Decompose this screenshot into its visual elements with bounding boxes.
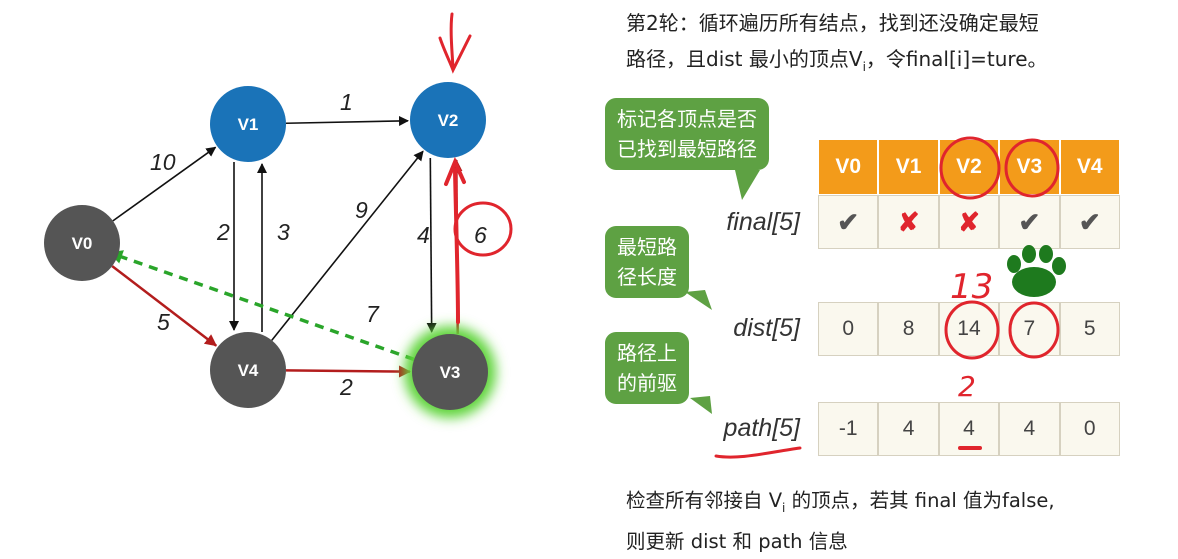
edge-weight-v1-v4: 2 <box>216 219 230 245</box>
title-line-2: 路径，且dist 最小的顶点Vi，令final[i]=ture。 <box>626 41 1166 85</box>
footer-note: 检查所有邻接自 Vi 的顶点，若其 final 值为false, 则更新 dis… <box>626 484 1171 559</box>
node-v2 <box>410 82 486 158</box>
title-line-2-suffix: ，令final[i]=ture。 <box>865 47 1048 71</box>
node-label-v4: V4 <box>238 361 259 380</box>
final-cell-v0: ✔ <box>818 195 879 249</box>
node-v3 <box>412 334 488 410</box>
node-label-v3: V3 <box>440 363 461 382</box>
header-cell: V2 <box>938 140 1000 194</box>
label-dist: dist[5] <box>733 314 800 342</box>
edge-v2-v3 <box>426 157 437 334</box>
path-row: -1 4 4 4 0 <box>818 402 1120 456</box>
node-label-v2: V2 <box>438 111 459 130</box>
label-path: path[5] <box>723 414 800 442</box>
node-v1 <box>210 86 286 162</box>
footer-subscript: i <box>782 500 786 515</box>
edge-weight-v3-v0: 7 <box>366 301 380 327</box>
bubble-path: 路径上 的前驱 <box>605 332 689 404</box>
edge-v3-v0 <box>108 250 415 362</box>
final-cell-v4: ✔ <box>1059 195 1120 249</box>
edge-weight-v1-v2: 1 <box>340 89 353 115</box>
header-cell: V0 <box>818 140 879 194</box>
final-row: ✔ ✘ ✘ ✔ ✔ <box>818 195 1120 249</box>
bubble-path-line-2: 的前驱 <box>617 371 677 395</box>
edge-weight-v4-v1: 3 <box>277 219 290 245</box>
bubble-final-line-2: 已找到最短路径 <box>617 137 757 161</box>
dist-cell-v4: 5 <box>1059 302 1120 356</box>
dist-cell-v1: 8 <box>878 302 939 356</box>
dist-cell-v3: 7 <box>999 302 1060 356</box>
edge-v0-v4 <box>111 265 218 347</box>
bubble-final-line-1: 标记各顶点是否 <box>617 107 757 131</box>
final-cell-v2: ✘ <box>938 195 1000 249</box>
edge-weight-v4-v2: 9 <box>355 197 368 223</box>
bubble-dist: 最短路 径长度 <box>605 226 689 298</box>
edge-weight-v4-v3: 2 <box>339 374 353 400</box>
footer-line-1: 检查所有邻接自 Vi 的顶点，若其 final 值为false, <box>626 484 1171 525</box>
footer-line-1-suffix: 的顶点，若其 final 值为false, <box>785 489 1055 512</box>
bubble-final: 标记各顶点是否 已找到最短路径 <box>605 98 769 170</box>
dist-cell-v2: 14 <box>938 302 1000 356</box>
header-cell: V3 <box>999 140 1060 194</box>
title-line-2-prefix: 路径，且dist 最小的顶点V <box>626 47 863 71</box>
dist-row: 0 8 14 7 5 <box>818 302 1120 356</box>
bubble-path-line-1: 路径上 <box>617 341 677 365</box>
round-description: 第2轮：循环遍历所有结点，找到还没确定最短 路径，且dist 最小的顶点Vi，令… <box>626 5 1166 85</box>
final-cell-v1: ✘ <box>878 195 939 249</box>
header-cell: V1 <box>878 140 939 194</box>
path-cell-v0: -1 <box>818 402 879 456</box>
node-label-v0: V0 <box>72 234 93 253</box>
node-v0 <box>44 205 120 281</box>
edge-weight-v0-v1: 10 <box>150 149 176 175</box>
title-line-1: 第2轮：循环遍历所有结点，找到还没确定最短 <box>626 11 1039 35</box>
edge-weight-v0-v4: 5 <box>157 309 170 335</box>
bubble-dist-line-2: 径长度 <box>617 265 677 289</box>
path-cell-v2: 4 <box>938 402 1000 456</box>
node-label-v1: V1 <box>238 115 259 134</box>
title-subscript: i <box>862 60 866 74</box>
path-cell-v4: 0 <box>1059 402 1120 456</box>
bubble-dist-line-1: 最短路 <box>617 235 677 259</box>
header-cell: V4 <box>1059 140 1120 194</box>
table-header-row: V0 V1 V2 V3 V4 <box>818 140 1120 194</box>
edge-v4-v2 <box>271 150 424 341</box>
footer-line-2: 则更新 dist 和 path 信息 <box>626 529 848 553</box>
path-cell-v3: 4 <box>999 402 1060 456</box>
edge-v0-v1 <box>112 146 217 222</box>
edge-v1-v2 <box>285 115 410 126</box>
footer-line-1-prefix: 检查所有邻接自 V <box>626 489 783 512</box>
path-cell-v1: 4 <box>878 402 939 456</box>
dist-cell-v0: 0 <box>818 302 879 356</box>
final-cell-v3: ✔ <box>999 195 1060 249</box>
label-final: final[5] <box>726 208 800 236</box>
node-v4 <box>210 332 286 408</box>
edge-v4-v3 <box>285 365 412 378</box>
edge-weight-v2-v3: 4 <box>417 222 430 248</box>
